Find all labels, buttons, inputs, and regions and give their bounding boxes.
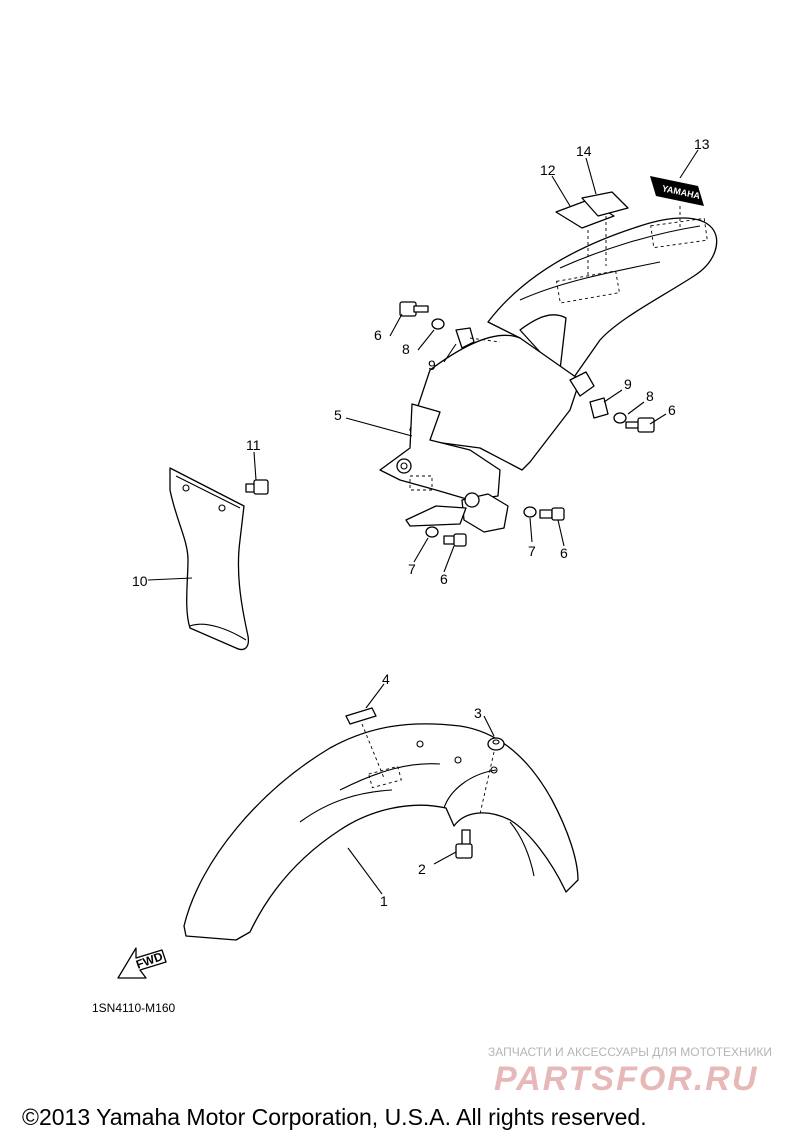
callout-6: 6 [560,545,568,561]
washer-8-right [613,412,627,424]
right-fasteners [589,397,655,433]
lower-fasteners [425,506,565,547]
watermark-brand: PARTSFOR.RU [494,1060,758,1098]
callout-1: 1 [380,893,388,909]
callout-7: 7 [528,543,536,559]
callout-8: 8 [646,388,654,404]
collar-7-left [425,526,439,538]
decal-13-yamaha: YAMAHA [650,176,704,206]
bolt-6-lower-right [539,507,565,521]
diagram-reference-code: 1SN4110-M160 [92,1001,175,1015]
callout-6: 6 [440,571,448,587]
callout-8: 8 [402,341,410,357]
svg-text:FWD: FWD [134,949,165,972]
leader-lines [147,149,699,895]
callout-13: 13 [694,136,710,152]
callout-6: 6 [668,402,676,418]
callout-9: 9 [624,376,632,392]
rear-fender-decals: YAMAHA [555,176,704,276]
callout-3: 3 [474,705,482,721]
bolt-6-right [625,417,655,433]
nut-9-upper-left [455,327,475,349]
callout-7: 7 [408,561,416,577]
callout-numbers: 5 6 8 9 12 14 13 9 8 6 11 10 7 6 7 6 4 3… [132,136,710,909]
callout-12: 12 [540,162,556,178]
screw-11 [245,479,269,495]
callout-10: 10 [132,573,148,589]
callout-2: 2 [418,861,426,877]
callout-11: 11 [246,437,261,453]
decal-12 [555,199,615,229]
watermark-tagline: ЗАПЧАСТИ И АКСЕССУАРЫ ДЛЯ МОТОТЕХНИКИ [488,1045,772,1059]
callout-6: 6 [374,327,382,343]
nut-3 [479,737,505,815]
mud-flap [169,467,250,651]
decal-4 [345,707,385,779]
callout-4: 4 [382,671,390,687]
bolt-6-lower-left [443,533,467,547]
callout-14: 14 [576,143,592,159]
fwd-arrow-icon: FWD [117,947,167,979]
bolt-2 [455,829,473,859]
copyright-notice: ©2013 Yamaha Motor Corporation, U.S.A. A… [22,1104,647,1130]
callout-5: 5 [334,407,342,423]
washer-8-upper-left [431,318,445,330]
collar-7-right [523,506,537,518]
decal-14 [581,191,629,217]
bolt-6-upper-left [399,301,429,317]
front-fender [183,723,579,941]
upper-left-fasteners [399,301,501,349]
callout-9: 9 [428,357,436,373]
nut-9-right [589,397,609,419]
rear-fender [379,217,718,533]
